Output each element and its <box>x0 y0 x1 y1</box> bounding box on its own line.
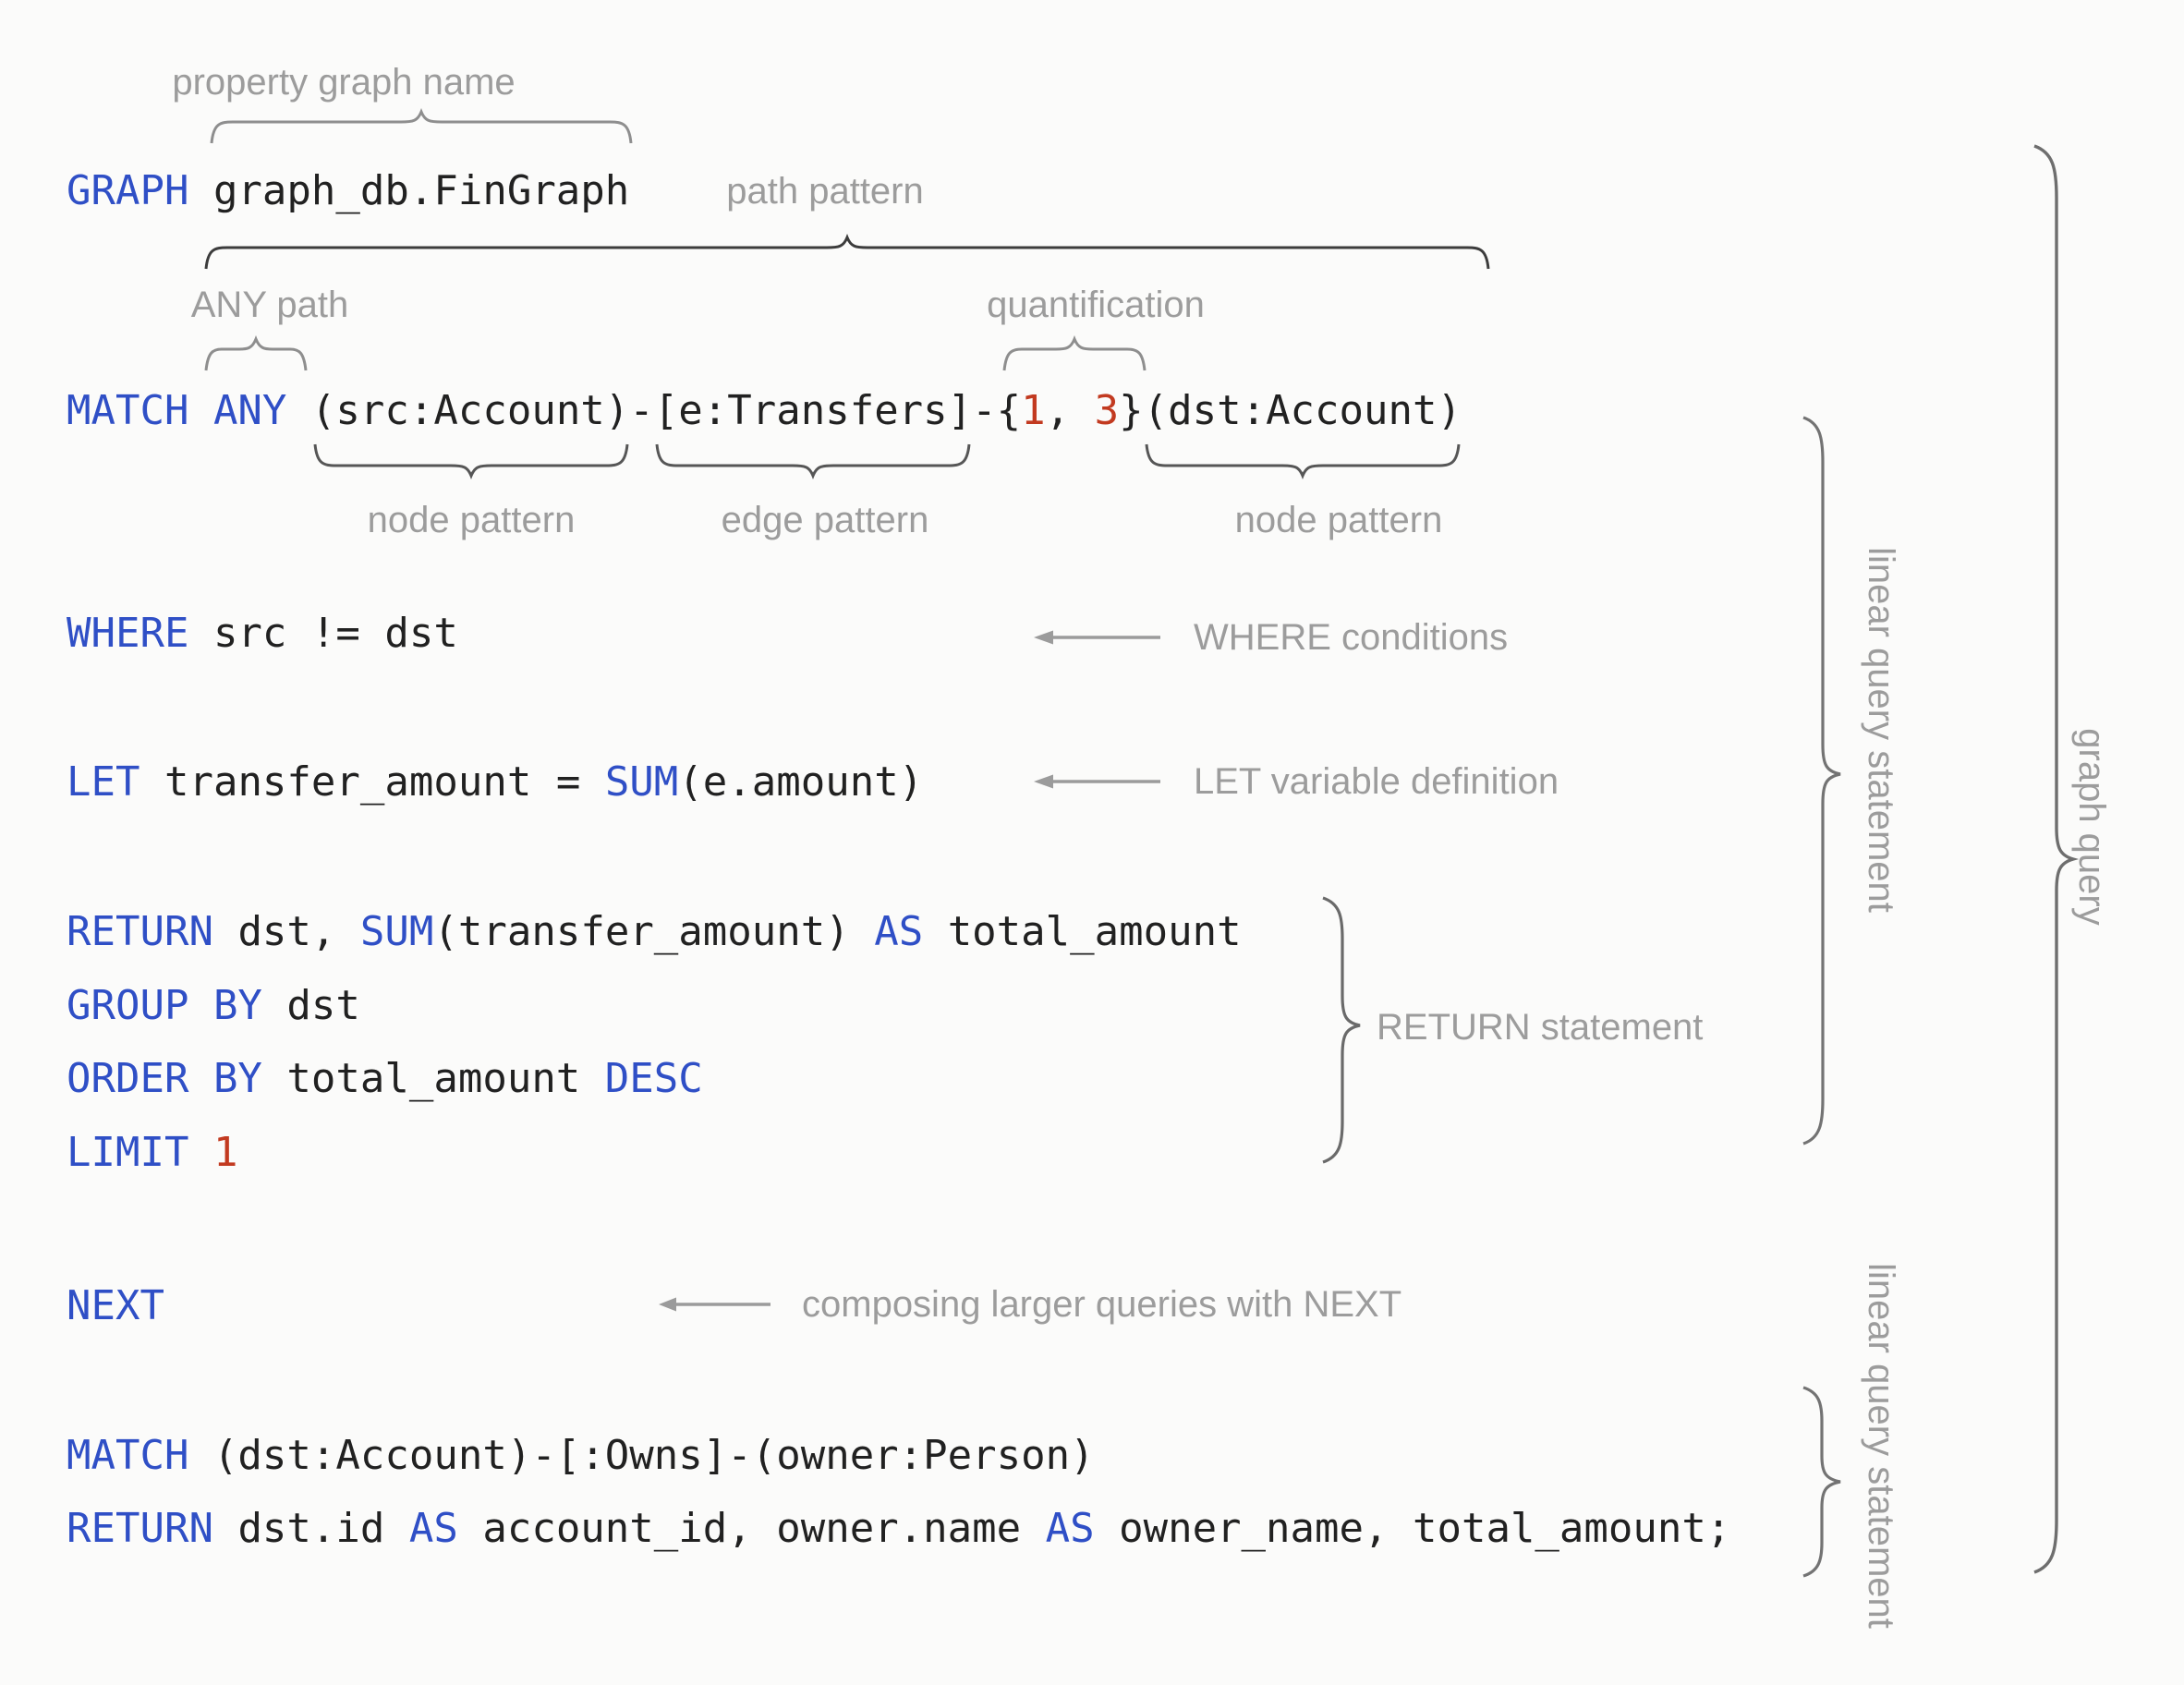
let-variable-arrow <box>1034 774 1160 789</box>
code-line-match-owns: MATCH (dst:Account)-[:Owns]-(owner:Perso… <box>67 1432 1095 1479</box>
code-line-match-any: MATCH ANY (src:Account)-[e:Transfers]-{1… <box>67 387 1462 434</box>
code-line-order-by: ORDER BY total_amount DESC <box>67 1055 703 1102</box>
curly-brace-node-pattern-src <box>313 443 629 480</box>
composing-next-arrow <box>659 1297 770 1312</box>
where-conditions-arrow <box>1034 630 1160 645</box>
composing-next-label: composing larger queries with NEXT <box>802 1284 1402 1325</box>
property-graph-name-label: property graph name <box>172 62 516 103</box>
node-pattern-dst-label: node pattern <box>1234 500 1443 540</box>
code-line-graph: GRAPH graph_db.FinGraph <box>67 167 630 214</box>
curly-brace-any-path <box>204 334 308 371</box>
linear-query-statement-label-2: linear query statement <box>1861 1263 1901 1629</box>
code-line-limit: LIMIT 1 <box>67 1129 238 1176</box>
curly-brace-path-pattern <box>204 233 1490 270</box>
node-pattern-src-label: node pattern <box>367 500 576 540</box>
code-line-return: RETURN dst, SUM(transfer_amount) AS tota… <box>67 908 1242 955</box>
curly-brace-node-pattern-dst <box>1145 443 1461 480</box>
any-path-label: ANY path <box>190 285 349 325</box>
curly-brace-return-statement <box>1322 896 1361 1164</box>
return-statement-label: RETURN statement <box>1377 1007 1704 1048</box>
code-line-where: WHERE src != dst <box>67 610 458 657</box>
quantification-label: quantification <box>987 285 1205 325</box>
code-line-next: NEXT <box>67 1282 164 1329</box>
curly-brace-graph-query <box>2033 144 2080 1574</box>
code-line-return-final: RETURN dst.id AS account_id, owner.name … <box>67 1505 1731 1552</box>
path-pattern-label: path pattern <box>726 171 924 212</box>
curly-brace-edge-pattern <box>655 443 971 480</box>
curly-brace-property-graph-name <box>210 107 633 144</box>
let-variable-label: LET variable definition <box>1194 761 1559 802</box>
graph-query-label: graph query <box>2071 728 2112 926</box>
edge-pattern-label: edge pattern <box>721 500 929 540</box>
curly-brace-quantification <box>1002 334 1147 371</box>
where-conditions-label: WHERE conditions <box>1194 617 1509 658</box>
curly-brace-linear-query-statement-1 <box>1802 416 1841 1146</box>
linear-query-statement-label-1: linear query statement <box>1861 547 1901 913</box>
code-line-group-by: GROUP BY dst <box>67 982 360 1029</box>
curly-brace-linear-query-statement-2 <box>1802 1386 1841 1578</box>
code-line-let: LET transfer_amount = SUM(e.amount) <box>67 758 924 806</box>
